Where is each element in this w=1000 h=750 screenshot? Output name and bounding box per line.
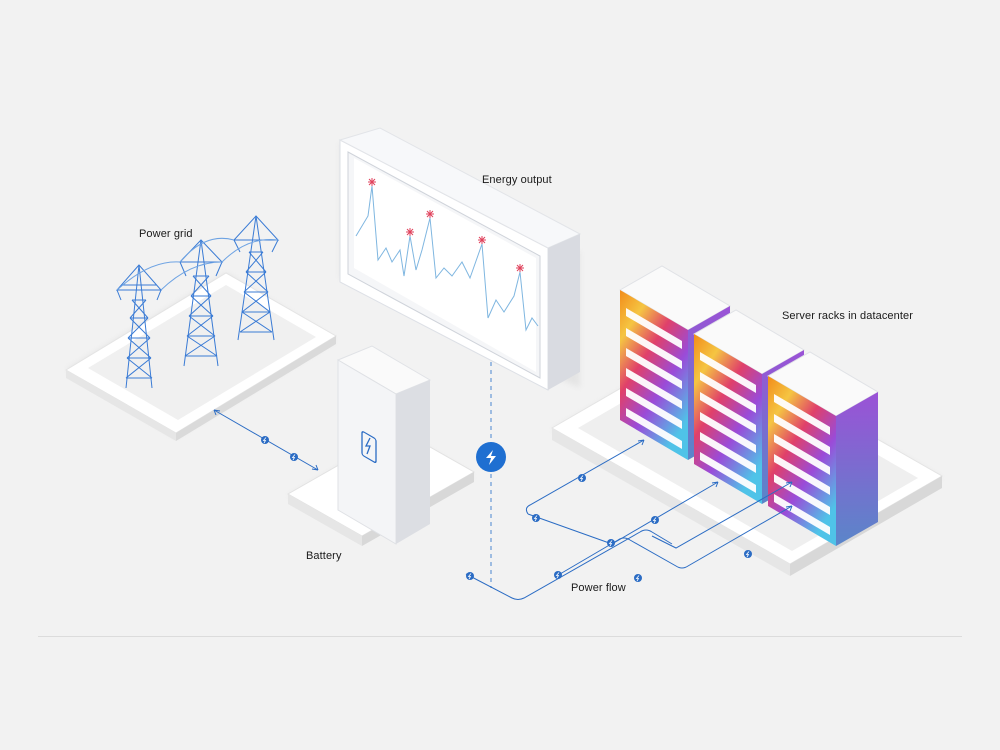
- power-grid-platform: [65, 272, 337, 441]
- battery-unit: [336, 345, 432, 545]
- power-grid-label: Power grid: [139, 228, 193, 240]
- energy-output-label: Energy output: [482, 174, 552, 186]
- energy-peak-markers: [368, 178, 524, 272]
- power-flow-label: Power flow: [571, 582, 626, 594]
- server-rack-3: [767, 351, 879, 546]
- transmission-tower-right: [232, 215, 280, 341]
- energy-output-panel: [338, 127, 582, 391]
- transmission-towers: [115, 215, 280, 389]
- flow-bolt-markers: [261, 436, 752, 582]
- transmission-tower-middle: [178, 239, 224, 367]
- battery-label: Battery: [306, 550, 342, 562]
- transmission-tower-left: [115, 264, 163, 389]
- energy-output-line: [355, 185, 539, 332]
- battery-icon: [361, 431, 377, 463]
- flow-to-rack-1: [525, 439, 645, 515]
- divider: [38, 636, 962, 637]
- battery-to-racks-link: [465, 529, 673, 600]
- lightning-bolt-icon: [476, 442, 506, 472]
- flow-to-rack-3: [651, 481, 793, 549]
- server-racks-label: Server racks in datacenter: [782, 310, 913, 322]
- flow-to-rack-2: [611, 481, 719, 545]
